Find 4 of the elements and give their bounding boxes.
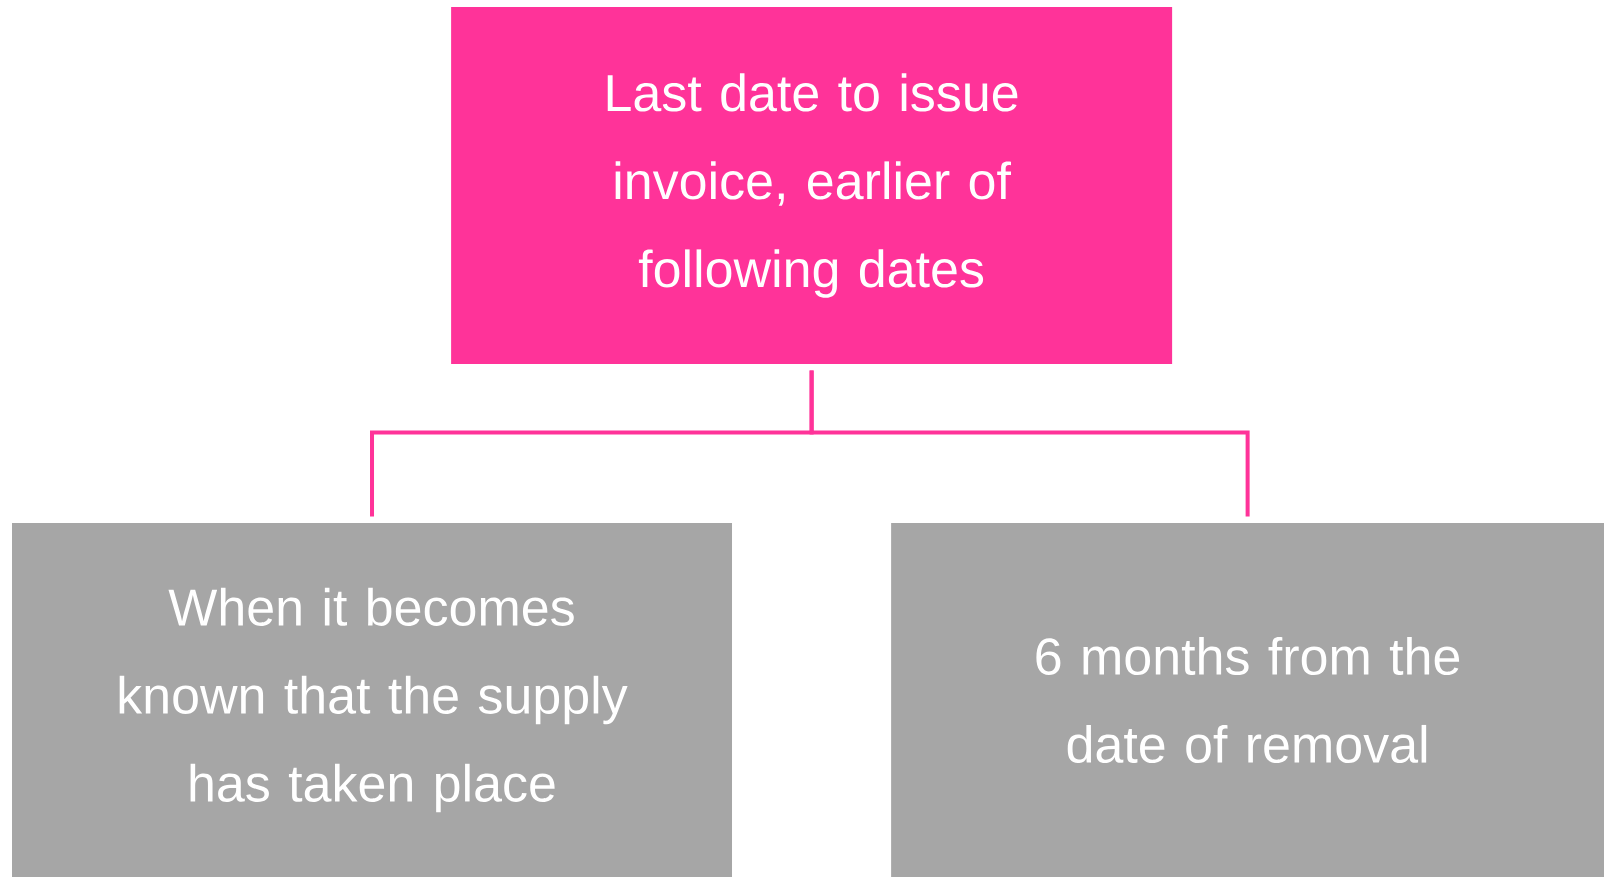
connector-line [809, 370, 1250, 517]
text-box: When it becomes known that the supply has taken place [12, 523, 732, 877]
text-box: 6 months from the date of removal [891, 523, 1604, 877]
text-box: Last date to issue invoice, earlier of following dates [451, 7, 1173, 365]
